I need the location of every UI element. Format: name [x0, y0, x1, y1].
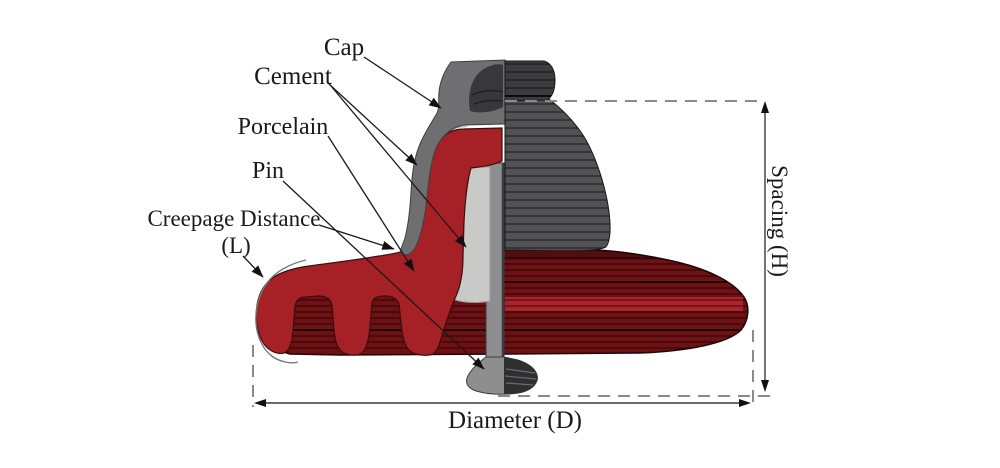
cap-label: Cap	[324, 34, 364, 61]
diameter-label: Diameter (D)	[448, 407, 582, 434]
socket-ridge	[471, 89, 504, 96]
diameter-dimension: Diameter (D)	[254, 399, 751, 434]
diameter-arrow-left	[254, 399, 266, 407]
cap-3d-bell	[504, 98, 611, 252]
cap-socket	[469, 64, 504, 113]
pin-foot-ridge	[505, 382, 534, 386]
pin-foot-ridge	[504, 375, 537, 380]
spacing-arrow-up	[761, 101, 769, 113]
cap-3d	[504, 60, 611, 252]
socket-ridge	[473, 99, 504, 105]
diameter-arrow-right	[739, 399, 751, 407]
porcelain-leader	[327, 135, 415, 272]
leader-lines	[242, 56, 485, 370]
cement-leader-upper	[328, 83, 418, 166]
cap-socket-shape	[469, 64, 503, 113]
spacing-arrow-down	[761, 380, 769, 392]
cement-label: Cement	[254, 63, 332, 90]
creepage-leader-left	[242, 255, 264, 278]
porcelain-label: Porcelain	[238, 114, 329, 140]
cement-leader-inner	[330, 85, 467, 248]
pin-label: Pin	[252, 158, 284, 184]
creepage-surface-line	[255, 259, 307, 364]
spacing-label: Spacing (H)	[767, 165, 792, 277]
creepage-leader-right	[318, 224, 395, 250]
pin-foot-ridge	[505, 368, 536, 374]
spacing-dimension: Spacing (H)	[761, 101, 792, 392]
cap-3d-knob	[504, 60, 556, 102]
creepage-label-line2: (L)	[221, 233, 250, 258]
part-labels: Cap Cement Porcelain Pin Creepage Distan…	[147, 34, 364, 258]
pin-leader	[282, 180, 485, 370]
creepage-label-line1: Creepage Distance	[147, 206, 320, 231]
cap-leader	[363, 56, 442, 109]
